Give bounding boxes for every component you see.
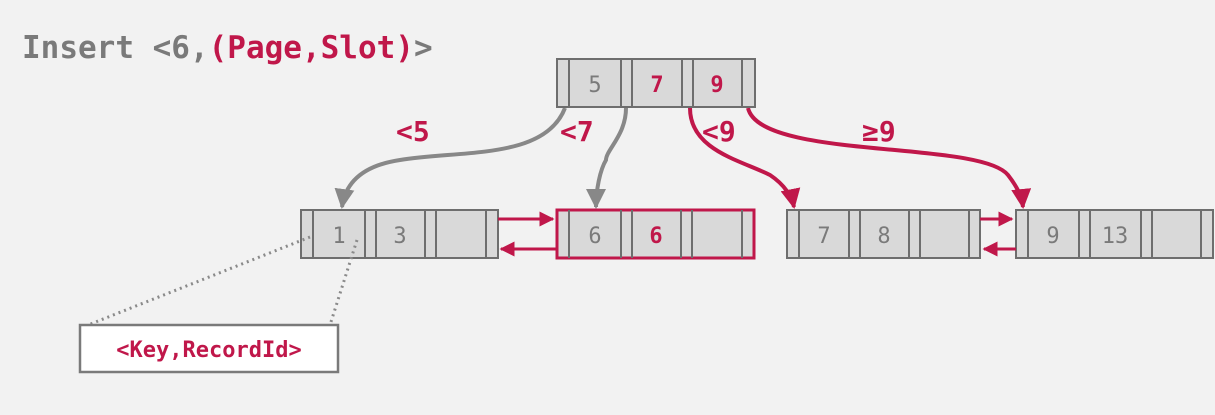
leaf-node-2: 6 6: [555, 208, 756, 260]
title-highlight: (Page,Slot): [208, 30, 414, 66]
edge-lt7: [586, 107, 628, 209]
leaf2-key-2: 6: [649, 224, 662, 249]
root-node: 5 7 9: [556, 58, 756, 108]
leaf1-key-1: 1: [332, 224, 345, 249]
edge-label-ge9: ≥9: [862, 115, 896, 148]
edge-lt9: [688, 107, 801, 209]
key-recordid-box: <Key,RecordId>: [78, 323, 340, 374]
edge-ge9: [746, 107, 1032, 209]
callout-line-left: [87, 235, 311, 327]
leaf2-key-1: 6: [588, 224, 601, 249]
edge-label-lt9: <9: [702, 115, 736, 148]
leaf-node-1: 1 3: [300, 209, 499, 259]
leaf-node-4: 9 13: [1015, 209, 1214, 259]
insert-title: Insert <6,(Page,Slot)>: [22, 30, 433, 66]
root-key-7: 7: [650, 73, 663, 98]
edge-label-lt5: <5: [396, 115, 430, 148]
edge-label-lt7: <7: [560, 115, 594, 148]
key-recordid-label: <Key,RecordId>: [116, 338, 301, 363]
leaf3-key-1: 7: [817, 224, 830, 249]
edge-lt5: [334, 107, 567, 209]
leaf-node-3: 7 8: [786, 209, 981, 259]
root-key-5: 5: [588, 73, 601, 98]
root-key-9: 9: [710, 73, 723, 98]
leaf1-key-2: 3: [393, 224, 406, 249]
leaf4-key-2: 13: [1102, 224, 1129, 249]
leaf4-key-1: 9: [1046, 224, 1059, 249]
title-prefix: Insert <6,: [22, 30, 209, 66]
leaf3-key-2: 8: [877, 224, 890, 249]
title-suffix: >: [413, 30, 433, 66]
